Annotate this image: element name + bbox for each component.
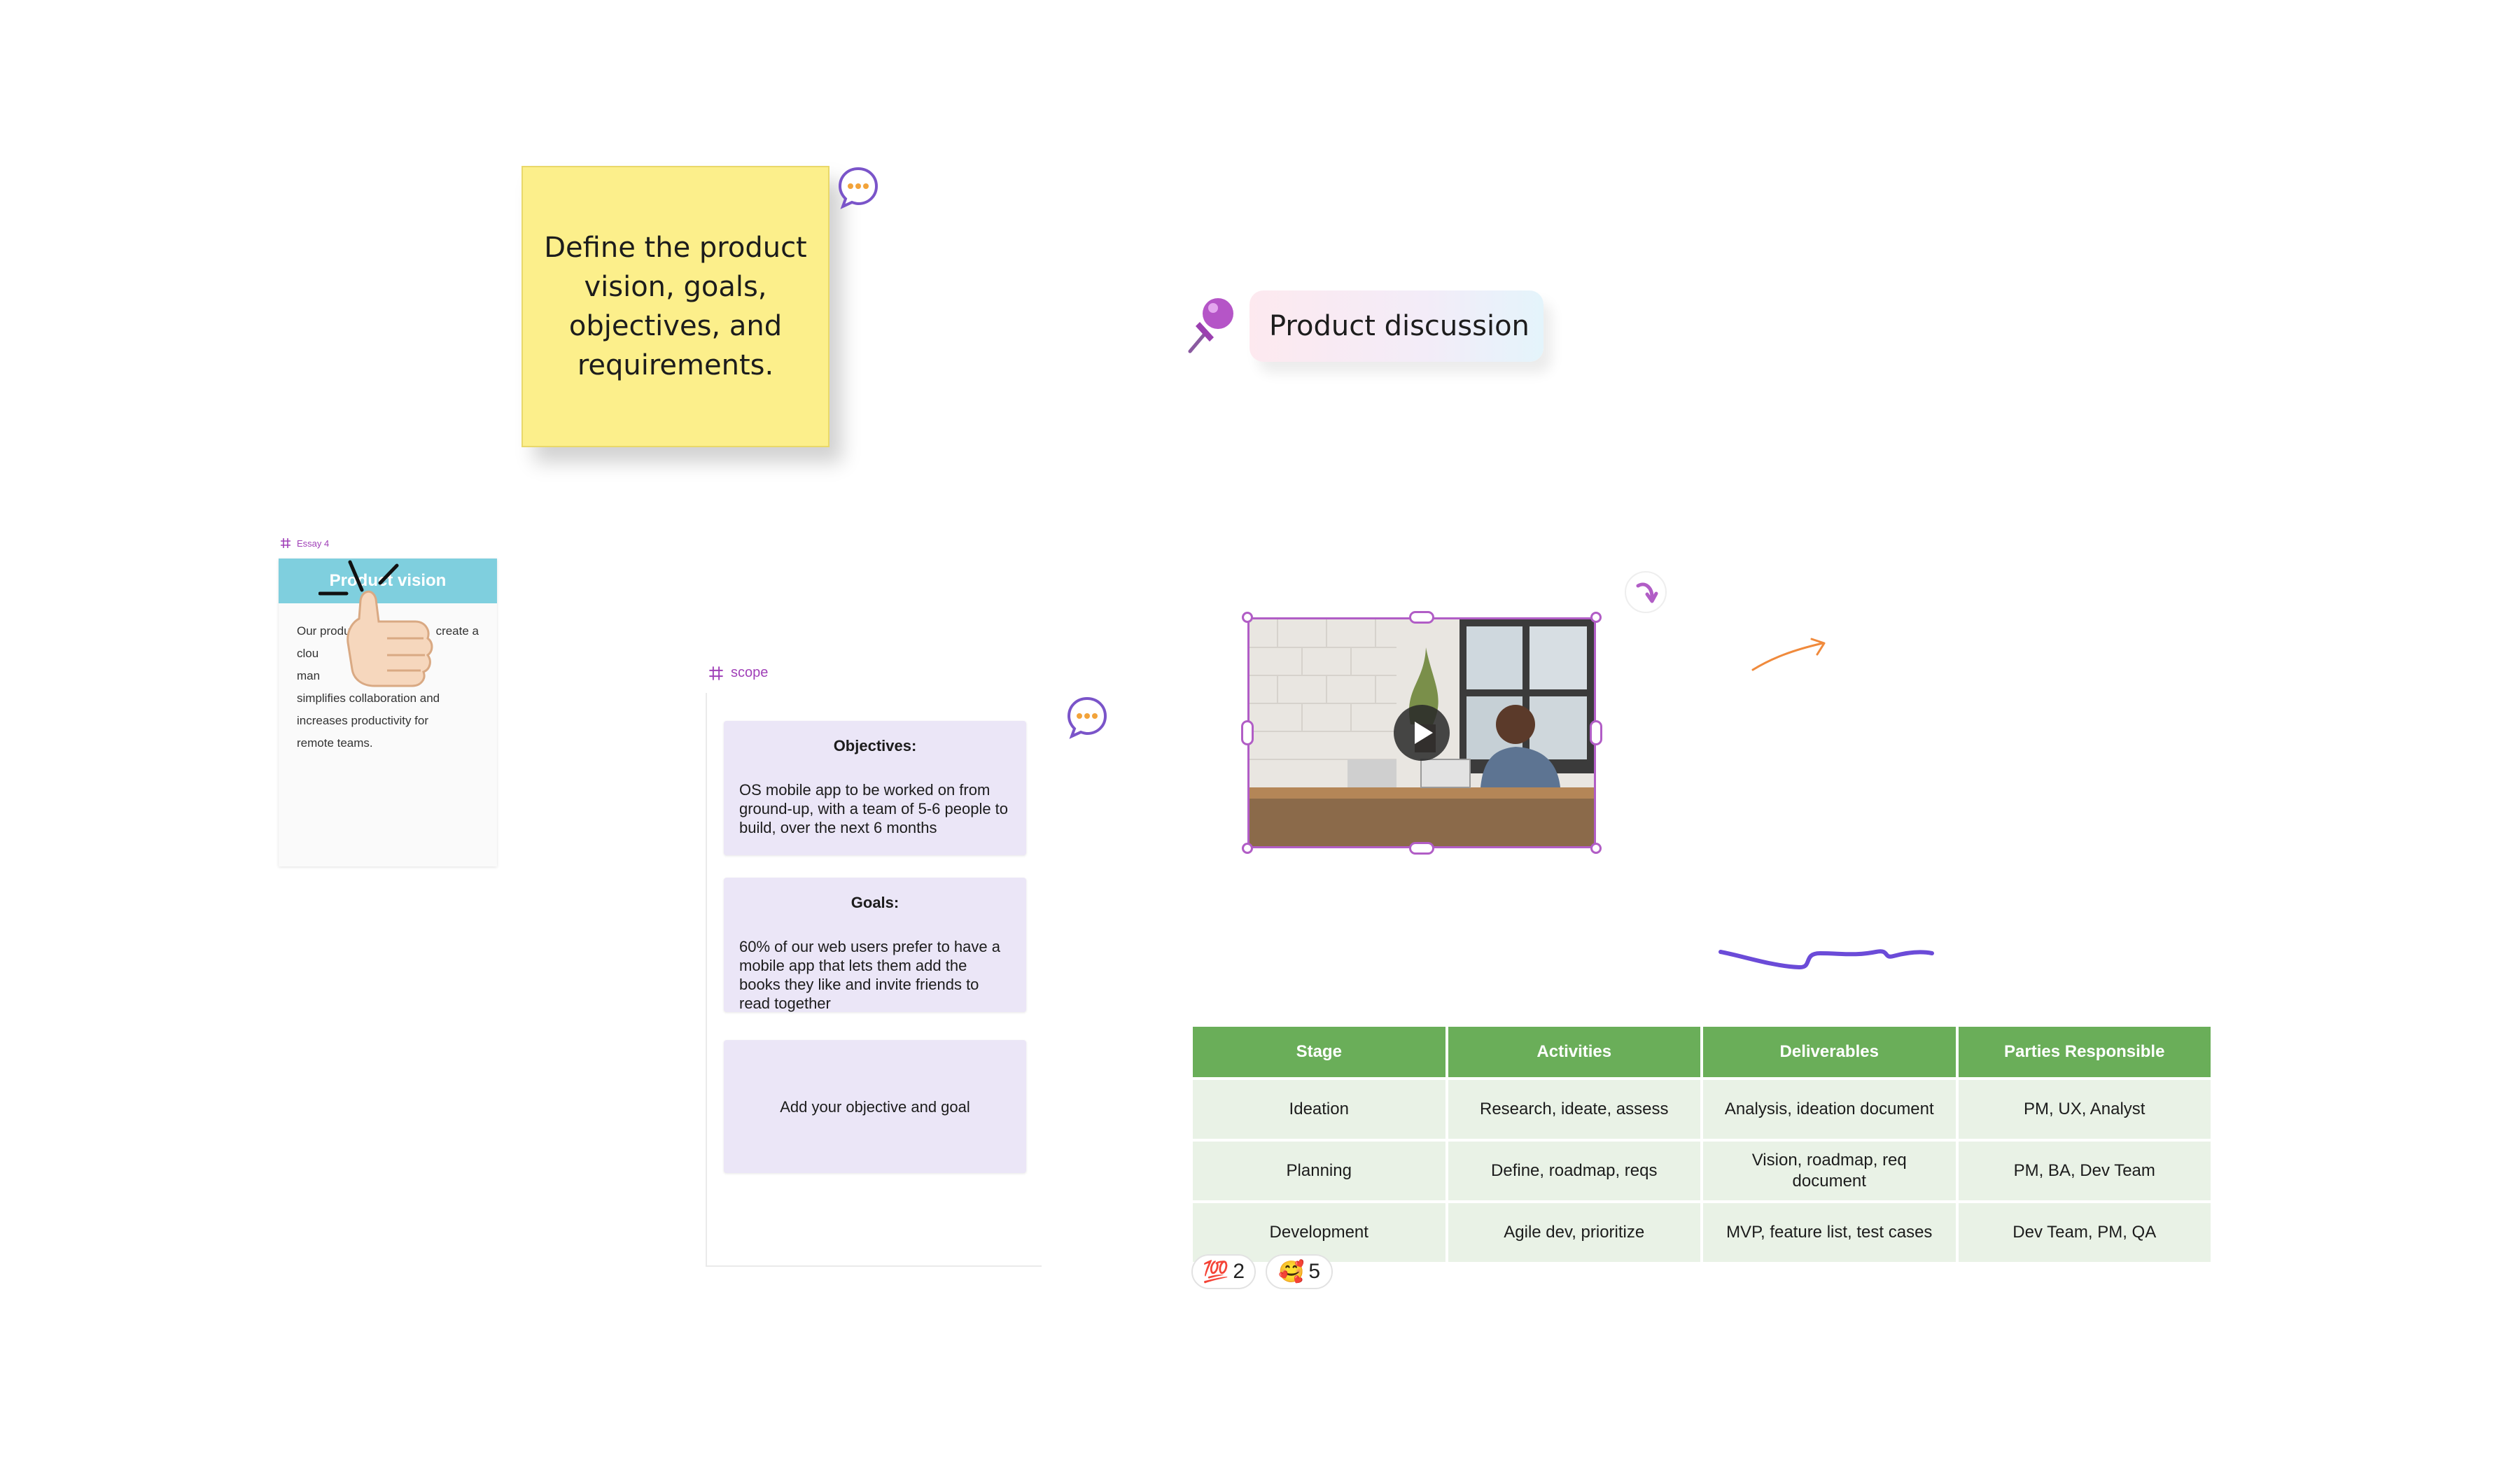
table-cell[interactable]: Vision, roadmap, req document <box>1700 1139 1959 1203</box>
table-header-cell[interactable]: Deliverables <box>1700 1024 1959 1080</box>
scope-frame <box>706 693 1042 1267</box>
resize-handle-left[interactable] <box>1241 720 1254 745</box>
objectives-text: OS mobile app to be worked on from groun… <box>739 781 1009 836</box>
hundred-icon: 💯 <box>1202 1260 1229 1284</box>
table-header-row: Stage Activities Deliverables Parties Re… <box>1190 1024 2213 1080</box>
table-header-cell[interactable]: Stage <box>1190 1024 1448 1080</box>
vision-frame-tag-text: Essay 4 <box>297 538 330 549</box>
table-cell[interactable]: PM, BA, Dev Team <box>1955 1139 2213 1203</box>
vision-line: Our produ <box>297 624 351 638</box>
vision-line: man <box>297 669 321 682</box>
table-cell[interactable]: Planning <box>1190 1139 1448 1203</box>
table-cell[interactable]: Analysis, ideation document <box>1700 1077 1959 1142</box>
scope-frame-tag-text: scope <box>731 665 769 680</box>
pin-label-text: Product discussion <box>1269 310 1530 342</box>
rotate-icon[interactable] <box>1624 570 1667 614</box>
resize-handle-bottom-left[interactable] <box>1242 843 1253 854</box>
video-scene <box>1250 619 1594 846</box>
resize-handle-top-left[interactable] <box>1242 612 1253 623</box>
vision-line: clou <box>297 647 319 660</box>
vision-line: remote teams. <box>297 736 373 750</box>
product-vision-body: Our produ create a clou man simplifies c… <box>279 603 497 771</box>
comment-bubble-icon[interactable] <box>1065 696 1109 739</box>
vision-line: simplifies collaboration and <box>297 692 440 705</box>
table-cell[interactable]: Research, ideate, assess <box>1445 1077 1703 1142</box>
video-thumbnail[interactable] <box>1247 617 1596 848</box>
resize-handle-bottom[interactable] <box>1409 842 1434 855</box>
resize-handle-top-right[interactable] <box>1590 612 1602 623</box>
table-row: Planning Define, roadmap, reqs Vision, r… <box>1190 1139 2213 1203</box>
add-objective-card[interactable]: Add your objective and goal <box>724 1040 1026 1173</box>
pushpin-icon <box>1188 298 1233 353</box>
table-header-cell[interactable]: Parties Responsible <box>1955 1024 2213 1080</box>
pin-label[interactable]: Product discussion <box>1250 290 1544 362</box>
add-objective-text: Add your objective and goal <box>780 1097 970 1116</box>
objectives-title: Objectives: <box>833 737 917 754</box>
table-row: Development Agile dev, prioritize MVP, f… <box>1190 1200 2213 1265</box>
table-cell[interactable]: Agile dev, prioritize <box>1445 1200 1703 1265</box>
frame-hash-icon <box>281 538 290 548</box>
goals-card[interactable]: Goals: 60% of our web users prefer to ha… <box>724 878 1026 1012</box>
table-cell[interactable]: MVP, feature list, test cases <box>1700 1200 1959 1265</box>
resize-handle-right[interactable] <box>1590 720 1602 745</box>
comment-bubble-icon[interactable] <box>836 166 880 209</box>
vision-line: increases productivity for <box>297 714 429 727</box>
reaction-hearts[interactable]: 🥰 5 <box>1266 1254 1333 1289</box>
goals-title: Goals: <box>850 894 899 911</box>
play-icon <box>1415 722 1433 744</box>
reaction-hundred[interactable]: 💯 2 <box>1191 1254 1256 1289</box>
table-row: Ideation Research, ideate, assess Analys… <box>1190 1077 2213 1142</box>
squiggle-ink[interactable] <box>1715 938 1939 973</box>
goals-text: 60% of our web users prefer to have a mo… <box>739 938 1000 1012</box>
sticky-note-text: Define the product vision, goals, object… <box>544 232 807 381</box>
table-cell[interactable]: Define, roadmap, reqs <box>1445 1139 1703 1203</box>
arrow-ink[interactable] <box>1750 633 1834 675</box>
reaction-count: 2 <box>1233 1260 1245 1283</box>
frame-hash-icon <box>709 666 723 680</box>
thumbs-up-icon[interactable] <box>318 552 444 706</box>
vision-line: create a <box>435 624 479 638</box>
smiling-hearts-icon: 🥰 <box>1278 1260 1305 1284</box>
reaction-count: 5 <box>1308 1260 1321 1283</box>
product-vision-title: Product vision <box>279 559 497 603</box>
vision-frame-tag[interactable]: Essay 4 <box>280 538 329 549</box>
sticky-note[interactable]: Define the product vision, goals, object… <box>522 166 830 447</box>
table-cell[interactable]: Ideation <box>1190 1077 1448 1142</box>
product-vision-card[interactable]: Product vision Our produ create a clou m… <box>279 559 497 866</box>
objectives-card[interactable]: Objectives: OS mobile app to be worked o… <box>724 721 1026 855</box>
project-table[interactable]: Stage Activities Deliverables Parties Re… <box>1190 1024 2213 1265</box>
resize-handle-bottom-right[interactable] <box>1590 843 1602 854</box>
table-cell[interactable]: Development <box>1190 1200 1448 1265</box>
table-cell[interactable]: PM, UX, Analyst <box>1955 1077 2213 1142</box>
resize-handle-top[interactable] <box>1409 611 1434 624</box>
table-header-cell[interactable]: Activities <box>1445 1024 1703 1080</box>
table-cell[interactable]: Dev Team, PM, QA <box>1955 1200 2213 1265</box>
scope-frame-tag[interactable]: scope <box>708 665 768 681</box>
